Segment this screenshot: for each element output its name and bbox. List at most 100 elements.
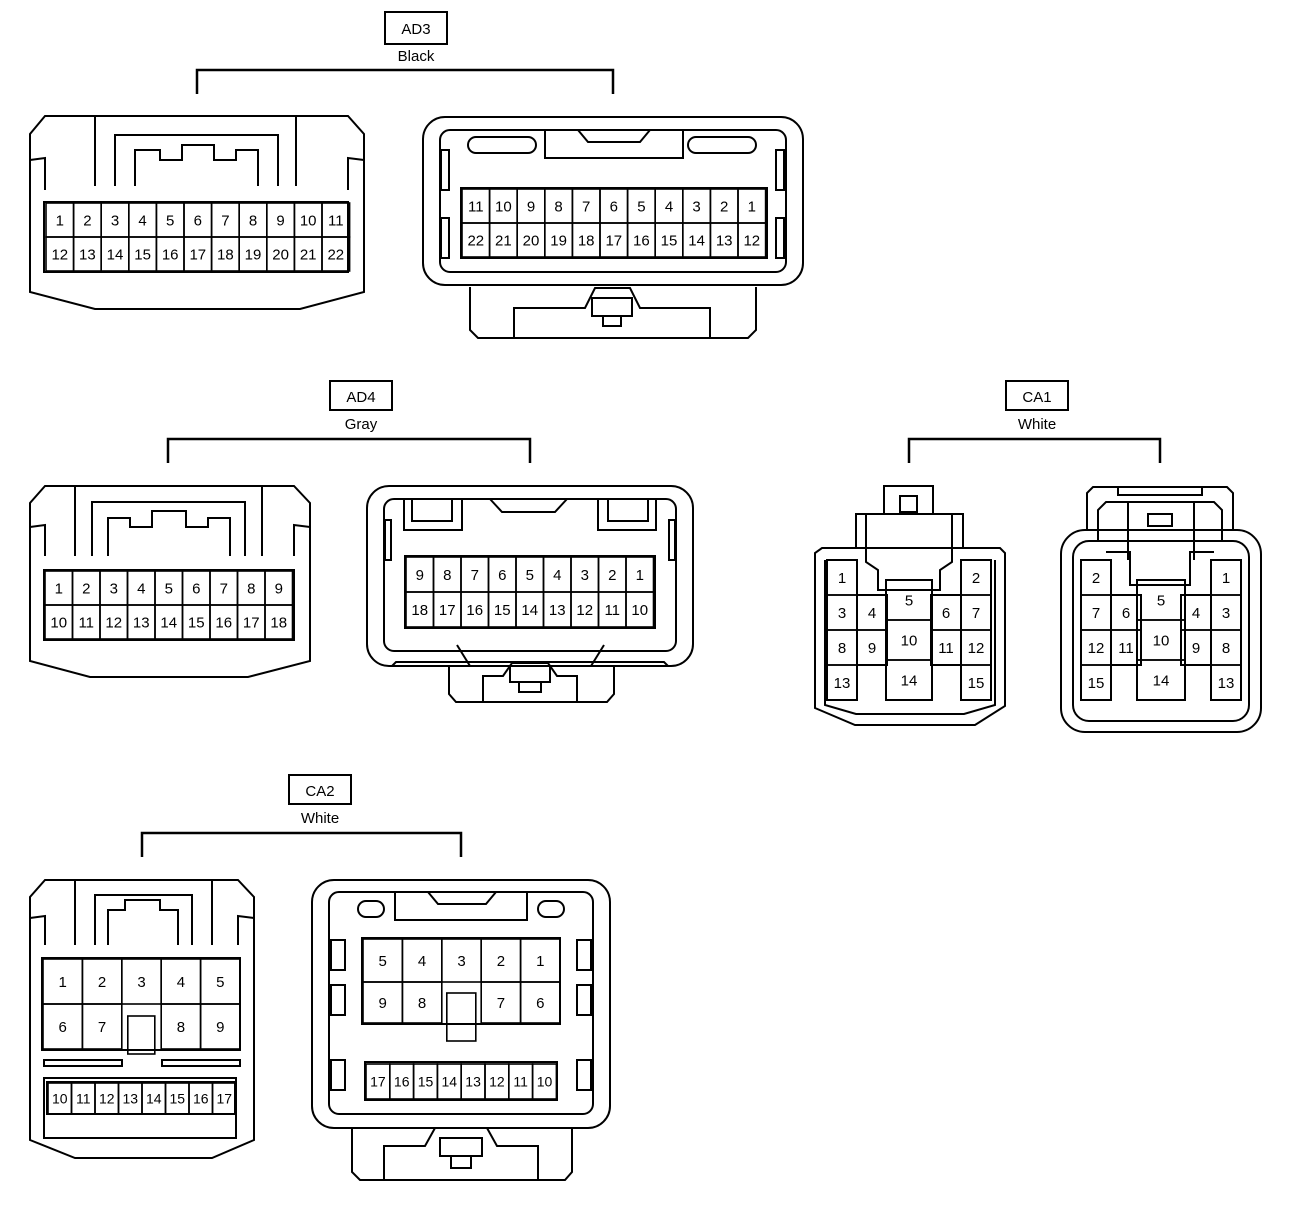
pin-number: 10 (495, 198, 512, 215)
pin-number: 8 (418, 995, 426, 1012)
connector-name: AD3 (401, 21, 430, 38)
pin: 19 (543, 222, 574, 258)
pin-cavity (401, 981, 443, 1024)
pin-number: 13 (549, 602, 566, 619)
pin-number: 6 (192, 580, 200, 597)
pin-number: 15 (1088, 675, 1105, 692)
pin-number: 5 (637, 198, 645, 215)
pin-number: 2 (98, 974, 106, 991)
pin: 18 (571, 222, 601, 258)
pin-number: 7 (972, 605, 980, 622)
pin: 2 (480, 938, 522, 983)
pin-number: 1 (536, 953, 544, 970)
pin: 12 (737, 222, 767, 258)
pin: 14 (141, 1082, 167, 1115)
pin: 11 (321, 202, 351, 238)
pin-number: 15 (968, 675, 985, 692)
pin-number: 11 (468, 198, 484, 215)
connector-color: White (1018, 416, 1056, 433)
pin-number: 1 (59, 974, 67, 991)
pin: 11 (70, 1082, 96, 1115)
pin-cavity (1080, 664, 1112, 701)
pin-number: 1 (1222, 570, 1230, 587)
pin-number: 11 (513, 1074, 528, 1090)
pin-number: 2 (1092, 570, 1100, 587)
pin-number: 8 (177, 1019, 185, 1036)
pin-number: 4 (553, 567, 561, 584)
pin: 22 (321, 236, 351, 272)
pin: 7 (960, 594, 992, 631)
pin: 4 (401, 938, 443, 983)
pin: 9 (516, 188, 546, 224)
pin-number: 1 (636, 567, 644, 584)
pin: 13 (72, 236, 102, 272)
pin-number: 16 (633, 232, 650, 249)
pin-number: 2 (720, 198, 728, 215)
pin: 8 (1210, 629, 1242, 666)
pin-number: 8 (443, 567, 451, 584)
pin-number: 5 (166, 212, 174, 229)
connector-name: CA2 (305, 783, 334, 800)
pin: 7 (480, 981, 522, 1024)
pin-number: 8 (249, 212, 257, 229)
pin-number: 7 (1092, 605, 1100, 622)
pin-number: 22 (327, 246, 344, 263)
pin: 16 (188, 1082, 214, 1115)
pin-cavity (1210, 664, 1242, 701)
pin-number: 13 (1218, 675, 1235, 692)
pin-number: 12 (51, 246, 68, 263)
pin: 22 (461, 222, 491, 258)
pin: 3 (121, 958, 163, 1005)
pin: 8 (238, 202, 268, 238)
pin-number: 3 (111, 212, 119, 229)
pin: 12 (570, 591, 600, 628)
pin: 1 (44, 570, 74, 606)
pin-number: 10 (631, 602, 648, 619)
pin-number: 1 (748, 198, 756, 215)
pin-number: 13 (122, 1091, 138, 1107)
pin: 8 (826, 629, 858, 666)
pin-number: 15 (169, 1091, 185, 1107)
pin-number: 6 (610, 198, 618, 215)
pin-number: 17 (605, 232, 622, 249)
pin-number: 14 (521, 602, 538, 619)
pin: 12 (45, 236, 75, 272)
pin-number: 14 (901, 672, 918, 689)
pin-number: 15 (188, 614, 205, 631)
pin-number: 3 (581, 567, 589, 584)
pin: 3 (100, 202, 130, 238)
pin-number: 14 (442, 1074, 458, 1090)
pin: 14 (515, 591, 545, 628)
pin-number: 3 (838, 605, 846, 622)
pin-number: 19 (550, 232, 567, 249)
pin: 3 (440, 938, 482, 983)
pin-number: 15 (494, 602, 511, 619)
pin-number: 7 (98, 1019, 106, 1036)
pin: 3 (99, 570, 129, 606)
pin: 3 (570, 556, 600, 593)
pin-number: 11 (76, 1091, 91, 1107)
pin: 3 (681, 188, 712, 224)
pin-cavity (737, 222, 767, 258)
pin: 17 (365, 1063, 391, 1100)
pin: 13 (542, 591, 572, 628)
pin: 15 (164, 1082, 190, 1115)
pin: 16 (460, 591, 490, 628)
pin: 15 (960, 664, 992, 701)
pin-number: 5 (165, 580, 173, 597)
pin: 21 (293, 236, 323, 272)
pin-number: 8 (838, 640, 846, 657)
pin-number: 11 (328, 212, 344, 229)
pin-number: 9 (527, 198, 535, 215)
pin-number: 12 (105, 614, 122, 631)
pin: 18 (210, 236, 241, 272)
connector-name: CA1 (1022, 389, 1051, 406)
pin: 16 (209, 604, 239, 640)
pin-number: 16 (466, 602, 483, 619)
pin: 17 (236, 604, 266, 640)
pin: 4 (126, 570, 156, 606)
pin: 9 (856, 629, 888, 666)
